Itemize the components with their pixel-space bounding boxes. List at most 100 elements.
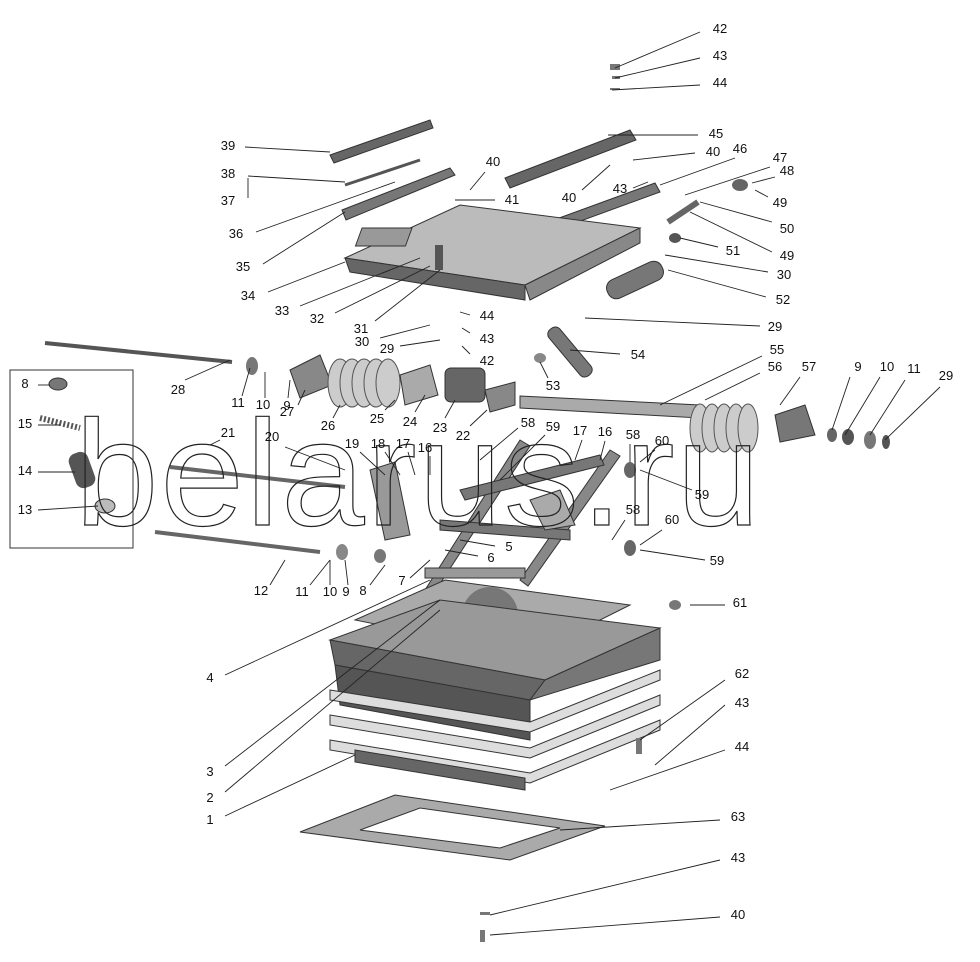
leader-line <box>374 269 441 322</box>
callout-label-44: 44 <box>480 308 494 323</box>
leader-line <box>489 859 721 916</box>
callout-label-11: 11 <box>231 395 245 410</box>
callout-label-56: 56 <box>768 359 782 374</box>
callout-label-25: 25 <box>370 411 384 426</box>
leader-line <box>461 327 471 334</box>
callout-label-59: 59 <box>695 487 709 502</box>
fasteners <box>480 600 681 942</box>
callout-label-27: 27 <box>280 404 294 419</box>
callout-label-28: 28 <box>171 382 185 397</box>
leader-line <box>309 559 331 586</box>
callout-label-42: 42 <box>713 21 727 36</box>
leader-line <box>844 376 881 436</box>
leader-line <box>831 376 851 431</box>
callout-label-57: 57 <box>802 359 816 374</box>
leader-line <box>614 57 701 79</box>
leader-line <box>639 679 726 741</box>
leader-line <box>287 379 291 399</box>
leader-line <box>359 451 386 476</box>
leader-line <box>684 166 771 196</box>
callout-label-40: 40 <box>486 154 500 169</box>
callout-label-14: 14 <box>18 463 32 478</box>
leader-line <box>37 505 99 511</box>
leader-line <box>334 265 431 314</box>
leader-line <box>659 355 763 406</box>
leader-line <box>399 339 441 347</box>
leader-line <box>639 449 656 463</box>
callout-label-40: 40 <box>731 907 745 922</box>
leader-line <box>869 379 906 436</box>
leader-lines <box>37 31 941 936</box>
leader-line <box>469 171 486 191</box>
leader-line <box>654 704 726 766</box>
leader-line <box>599 440 606 461</box>
callout-label-38: 38 <box>221 166 235 181</box>
leader-line <box>209 439 221 446</box>
leader-line <box>297 389 306 406</box>
callout-label-33: 33 <box>275 303 289 318</box>
callout-label-29: 29 <box>768 319 782 334</box>
leader-line <box>499 434 546 481</box>
callout-label-10: 10 <box>323 584 337 599</box>
callout-label-50: 50 <box>780 221 794 236</box>
callout-label-16: 16 <box>418 440 432 455</box>
callout-label-37: 37 <box>221 193 235 208</box>
callout-label-11: 11 <box>295 584 309 599</box>
leader-line <box>479 427 519 461</box>
callout-label-1: 1 <box>206 812 213 827</box>
bottom-plate <box>299 794 606 861</box>
leader-line <box>369 564 386 586</box>
leader-line <box>632 181 649 189</box>
callout-label-17: 17 <box>573 423 587 438</box>
leader-line <box>409 559 431 579</box>
callout-label-10: 10 <box>256 397 270 412</box>
leader-line <box>414 394 426 413</box>
callout-label-36: 36 <box>229 226 243 241</box>
callout-label-29: 29 <box>380 341 394 356</box>
callout-label-9: 9 <box>854 359 861 374</box>
leader-line <box>632 152 696 161</box>
callout-label-43: 43 <box>480 331 494 346</box>
callout-label-43: 43 <box>731 850 745 865</box>
callout-label-12: 12 <box>254 583 268 598</box>
leader-line <box>241 367 251 397</box>
callout-label-58: 58 <box>626 427 640 442</box>
watermark: belarus.ru <box>75 389 762 557</box>
callout-label-19: 19 <box>345 436 359 451</box>
callout-label-39: 39 <box>221 138 235 153</box>
leader-line <box>269 559 286 586</box>
callout-label-22: 22 <box>456 428 470 443</box>
leader-line <box>574 439 583 461</box>
callout-label-8: 8 <box>359 583 366 598</box>
leader-line <box>384 399 396 411</box>
leader-line <box>267 261 346 293</box>
leader-line <box>704 372 761 401</box>
leader-line <box>224 579 431 676</box>
leader-line <box>614 31 701 69</box>
callout-label-49: 49 <box>780 248 794 263</box>
leader-line <box>469 409 488 427</box>
callout-label-10: 10 <box>880 359 894 374</box>
callout-label-3: 3 <box>206 764 213 779</box>
leader-line <box>611 519 626 541</box>
leader-line <box>609 749 726 791</box>
callout-label-58: 58 <box>626 502 640 517</box>
callout-label-23: 23 <box>433 420 447 435</box>
callout-label-7: 7 <box>398 573 405 588</box>
leader-line <box>539 361 549 379</box>
leader-line <box>664 254 769 273</box>
leader-line <box>584 317 761 327</box>
leader-line <box>244 146 331 153</box>
leader-line <box>689 211 773 253</box>
callout-label-59: 59 <box>710 553 724 568</box>
leader-line <box>344 559 349 586</box>
inset-parts <box>39 377 116 514</box>
inset-frame <box>9 369 134 549</box>
callout-label-54: 54 <box>631 347 645 362</box>
callout-label-16: 16 <box>598 424 612 439</box>
leader-line <box>751 176 776 184</box>
callout-label-43: 43 <box>613 181 627 196</box>
callout-label-63: 63 <box>731 809 745 824</box>
